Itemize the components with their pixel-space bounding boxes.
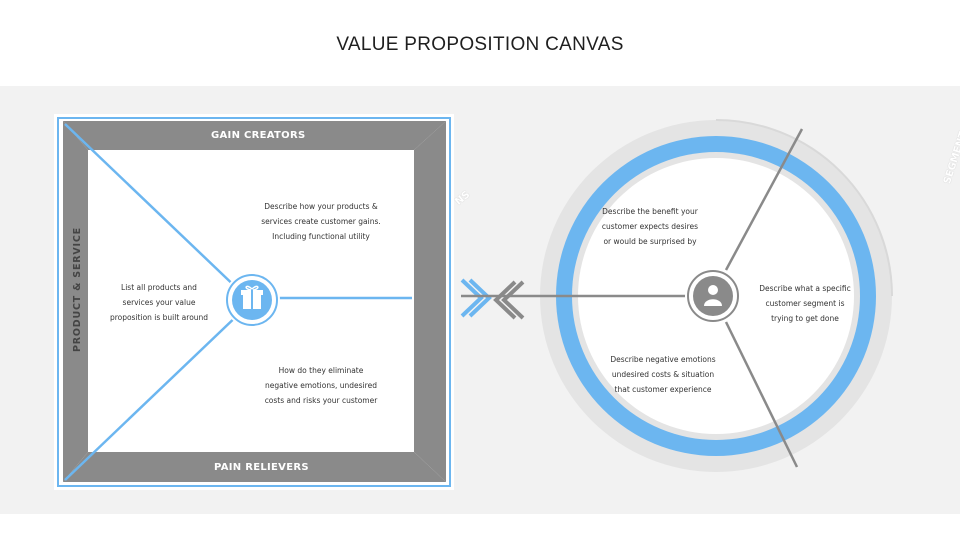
pain-relievers-band [63,452,446,482]
pain-desc-line-3: costs and risks your customer [264,396,378,405]
product-square-blue-outline [57,117,451,487]
gain-desc-line-3: Including functional utility [272,232,370,241]
person-icon [685,268,741,324]
products-desc-line-2: services your value [122,298,196,307]
customer-line-upper [724,128,804,271]
jobs-desc-line-1: Describe what a specific [759,284,851,293]
gains-desc-line-2: customer expects desires [601,222,699,231]
pains-desc-line-3: that customer experience [614,385,712,394]
products-desc-line-3: proposition is built around [109,313,209,322]
gain-creators-label: GAIN CREATORS [211,130,306,141]
gain-desc-line-2: services create customer gains. [261,217,381,226]
pains-desc-line-1: Describe negative emotions [610,355,716,364]
gains-description: Describe the benefit your customer expec… [590,204,710,249]
page-title: VALUE PROPOSITION CANVAS [336,34,624,55]
products-services-description: List all products and services your valu… [99,280,219,325]
gain-desc-line-1: Describe how your products & [264,202,378,211]
diagonal-line-bottom-left [64,309,244,481]
product-left-band [63,121,88,482]
products-desc-line-1: List all products and [121,283,197,292]
pain-desc-line-1: How do they eliminate [278,366,364,375]
pains-desc-line-2: undesired costs & situation [611,370,715,379]
diagonal-line-top-left [64,123,244,295]
customer-jobs-description: Describe what a specific customer segmen… [750,281,860,326]
pain-relievers-description: How do they eliminate negative emotions,… [246,363,396,408]
gain-creators-band [63,121,446,150]
product-right-band [414,121,446,482]
gift-icon [224,272,280,328]
jobs-desc-line-2: customer segment is [765,299,845,308]
double-chevron-arrows [460,278,525,320]
gains-desc-line-3: or would be surprised by [603,237,697,246]
gains-desc-line-1: Describe the benefit your [602,207,698,216]
customer-line-lower [724,321,799,468]
pain-desc-line-2: negative emotions, undesired [265,381,377,390]
product-service-label: PRODUCT & SERVICE [72,227,83,352]
gain-creators-description: Describe how your products & services cr… [246,199,396,244]
pains-description: Describe negative emotions undesired cos… [598,352,728,397]
jobs-desc-line-3: trying to get done [771,314,839,323]
pain-relievers-label: PAIN RELIEVERS [214,462,309,473]
